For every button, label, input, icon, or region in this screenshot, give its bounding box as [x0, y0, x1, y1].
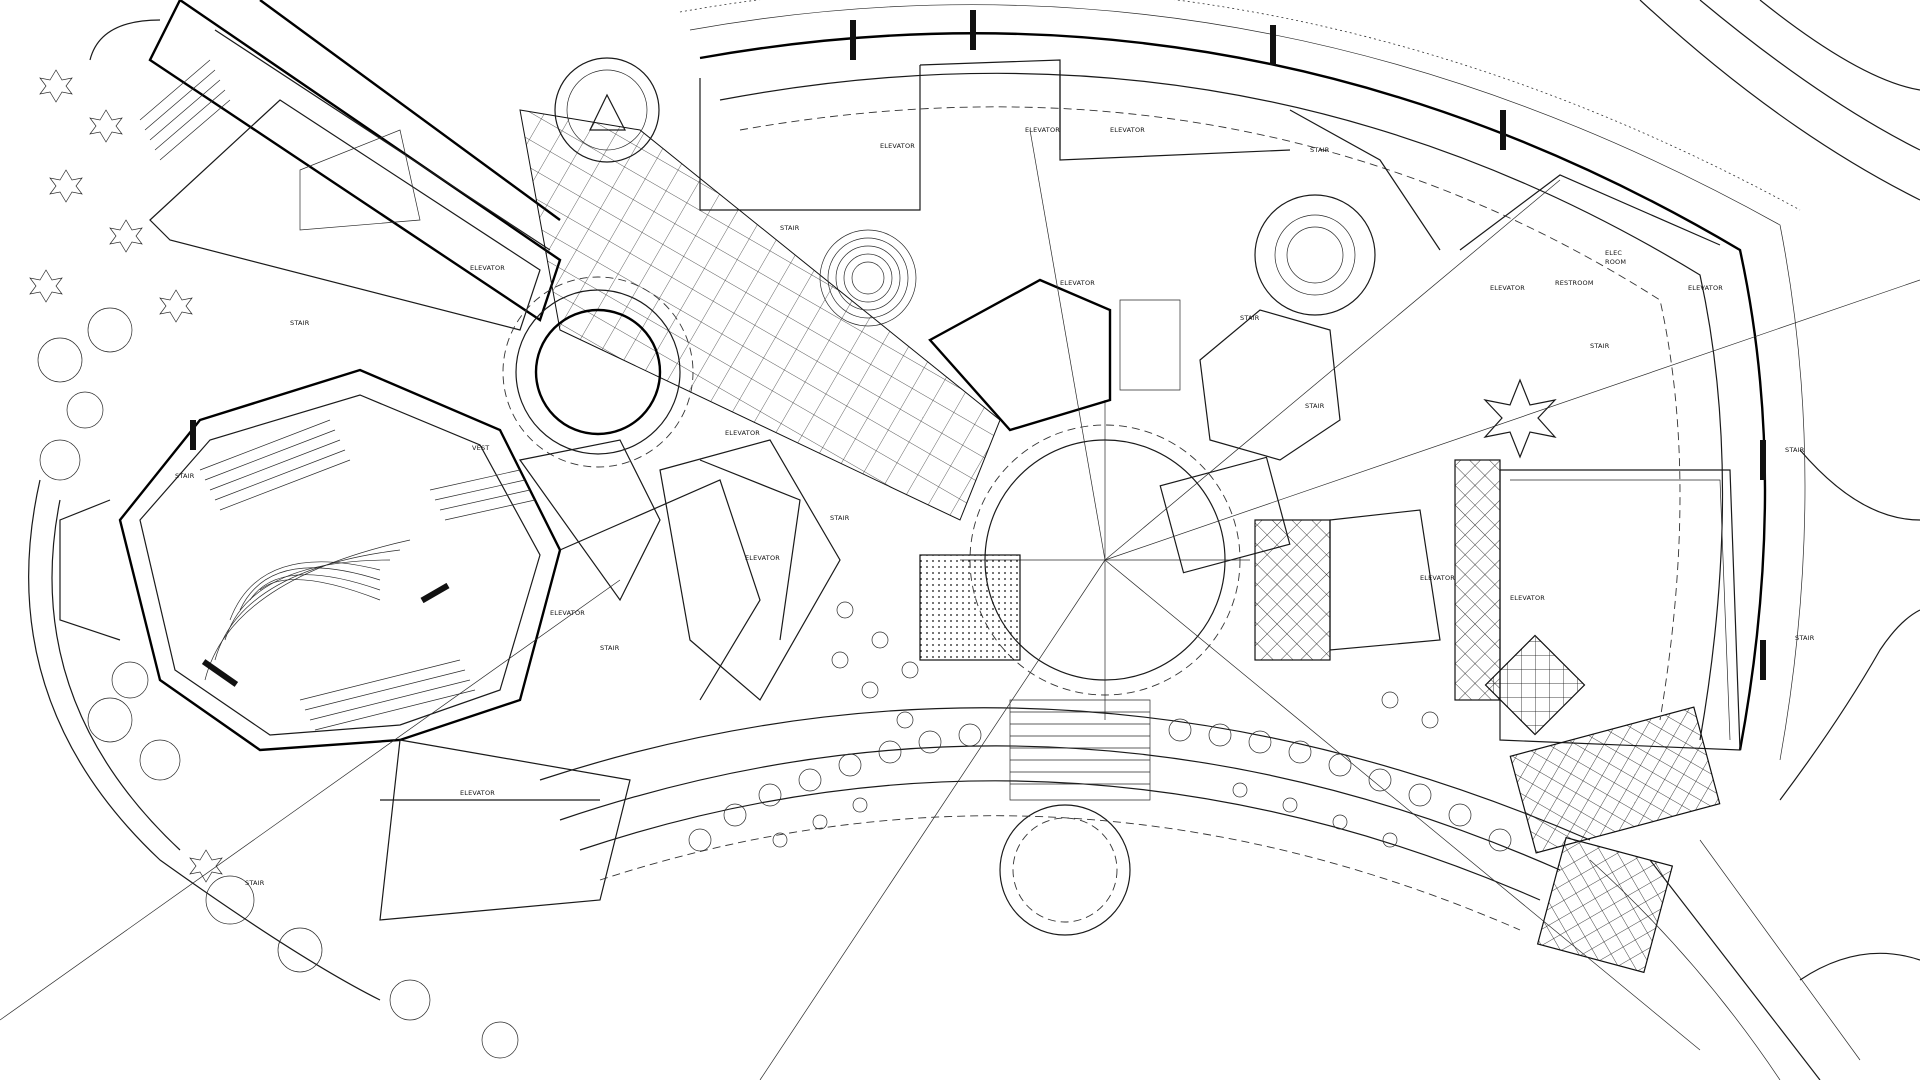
bottom-circle — [999, 804, 1131, 936]
bottom-curved-walkway — [539, 699, 1591, 931]
grid-plaza-band — [519, 109, 1001, 521]
label-elevator: ELEVATOR — [1110, 126, 1145, 134]
core-marks — [190, 10, 1766, 687]
label-room: ROOM — [1605, 258, 1626, 266]
room-labels: STAIR ELEVATOR ELEVATOR ELEVATOR STAIR E… — [175, 126, 1815, 887]
radial-guides — [0, 129, 1920, 1080]
site-boundaries — [28, 0, 1920, 1080]
central-rotunda — [502, 276, 694, 468]
label-elevator: ELEVATOR — [550, 609, 585, 617]
label-stair: STAIR — [245, 879, 265, 887]
top-tower-circle — [554, 57, 660, 163]
paving-patches — [919, 459, 1721, 974]
label-stair: STAIR — [1310, 146, 1330, 154]
label-elevator: ELEVATOR — [745, 554, 780, 562]
auditorium-seating — [139, 59, 536, 731]
label-stair: STAIR — [780, 224, 800, 232]
left-landscape-trees — [29, 69, 519, 1059]
label-stair: STAIR — [600, 644, 620, 652]
plaza-shrubs — [831, 601, 1439, 729]
label-stair: STAIR — [1240, 314, 1260, 322]
walkway-trees — [688, 718, 1512, 852]
label-elevator: ELEVATOR — [1060, 279, 1095, 287]
label-elevator: ELEVATOR — [470, 264, 505, 272]
label-stair: STAIR — [830, 514, 850, 522]
label-vest: VEST — [472, 444, 489, 452]
label-stair: STAIR — [290, 319, 310, 327]
label-restroom: RESTROOM — [1555, 279, 1594, 287]
label-elevator: ELEVATOR — [1510, 594, 1545, 602]
label-elevator: ELEVATOR — [460, 789, 495, 797]
left-building-wings — [59, 0, 761, 921]
label-elevator: ELEVATOR — [725, 429, 760, 437]
label-elevator: ELEVATOR — [1025, 126, 1060, 134]
amphitheater-steps — [819, 194, 1376, 327]
label-stair: STAIR — [1785, 446, 1805, 454]
label-elevator: ELEVATOR — [880, 142, 915, 150]
label-stair: STAIR — [175, 472, 195, 480]
label-stair: STAIR — [1795, 634, 1815, 642]
label-elec: ELEC — [1605, 249, 1622, 257]
label-elevator: ELEVATOR — [1688, 284, 1723, 292]
label-stair: STAIR — [1590, 342, 1610, 350]
label-elevator: ELEVATOR — [1490, 284, 1525, 292]
label-stair: STAIR — [1305, 402, 1325, 410]
label-elevator: ELEVATOR — [1420, 574, 1455, 582]
starburst-feature — [1483, 378, 1557, 459]
